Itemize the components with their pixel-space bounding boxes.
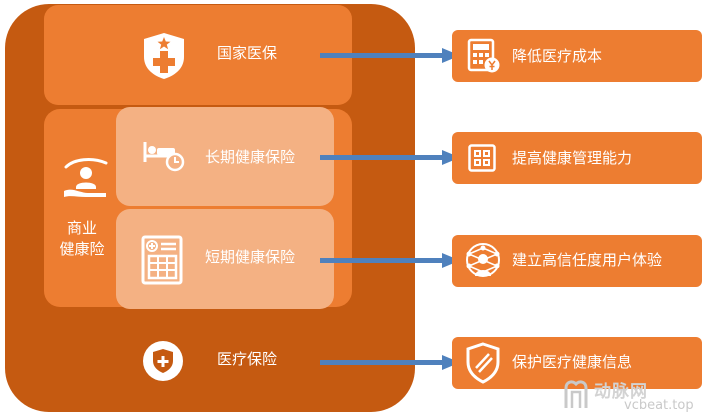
medical-form-icon (141, 235, 183, 285)
shield-cross-star-icon (144, 33, 184, 79)
commercial-insurance-label: 商业 健康险 (48, 218, 116, 260)
outcome-label-1: 降低医疗成本 (512, 47, 603, 65)
arrow-2 (320, 150, 460, 165)
commercial-insurance-label-line1: 商业 (66, 219, 97, 237)
watermark: 动脉网 vcbeat.top (562, 376, 708, 414)
watermark-logo-icon (564, 380, 588, 408)
shield-plus-circle-icon (143, 341, 183, 381)
outcome-label-3: 建立高信任度用户体验 (512, 251, 663, 269)
national-insurance-label: 国家医保 (217, 44, 278, 62)
outcome-box-3 (452, 235, 702, 287)
arrow-3 (320, 253, 460, 268)
hospital-bed-clock-icon (143, 142, 185, 172)
network-person-icon (466, 243, 500, 277)
calculator-yen-icon (467, 38, 500, 73)
medical-insurance-label: 医疗保险 (217, 350, 278, 368)
long-term-label: 长期健康保险 (205, 148, 296, 166)
short-term-label: 短期健康保险 (205, 248, 296, 266)
watermark-url: vcbeat.top (624, 398, 694, 413)
grid-app-icon (468, 144, 496, 172)
outcome-label-4: 保护医疗健康信息 (512, 353, 633, 371)
arrow-1 (320, 48, 460, 63)
short-term-health-insurance-block (116, 209, 334, 309)
shield-check-icon (466, 342, 500, 384)
outcome-label-2: 提高健康管理能力 (512, 149, 633, 167)
hands-person-icon (64, 158, 108, 197)
watermark-text: 动脉网 (594, 382, 648, 402)
arrow-4 (320, 355, 460, 370)
commercial-insurance-label-line2: 健康险 (59, 240, 105, 258)
outcome-box-4 (452, 337, 702, 389)
national-insurance-block (44, 5, 352, 105)
